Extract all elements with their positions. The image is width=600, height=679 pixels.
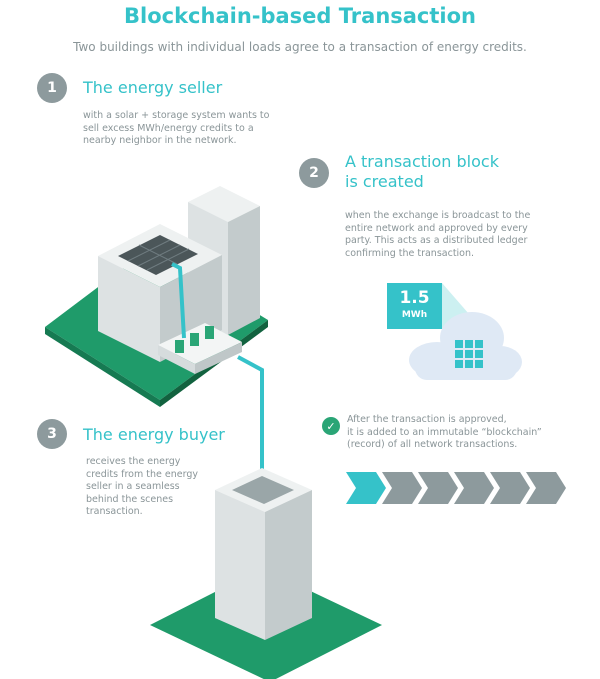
energy-amount: 1.5 bbox=[399, 288, 430, 308]
solar-panels bbox=[118, 235, 198, 275]
chain-block-active bbox=[346, 472, 386, 504]
chain-block bbox=[418, 472, 458, 504]
checkmark-icon: ✓ bbox=[322, 417, 340, 435]
step-3-heading: The energy buyer bbox=[83, 425, 225, 444]
page-title: Blockchain-based Transaction bbox=[124, 4, 476, 28]
approval-text: After the transaction is approved, it is… bbox=[347, 414, 542, 450]
step-1-body: with a solar + storage system wants to s… bbox=[83, 110, 270, 146]
chain-block bbox=[382, 472, 422, 504]
step-3-body: receives the energy credits from the ene… bbox=[86, 456, 198, 517]
step-2-badge: 2 bbox=[299, 158, 329, 188]
energy-amount-tag: 1.5 MWh bbox=[387, 283, 442, 329]
chain-block bbox=[454, 472, 494, 504]
battery-storage bbox=[158, 323, 242, 374]
step-2-heading: A transaction block is created bbox=[345, 152, 499, 191]
energy-flow-line bbox=[171, 262, 186, 339]
chain-block bbox=[526, 472, 566, 504]
page-subtitle: Two buildings with individual loads agre… bbox=[73, 40, 527, 54]
buyer-tower bbox=[215, 468, 312, 640]
step-3-badge: 3 bbox=[37, 419, 67, 449]
blockchain-chain bbox=[346, 472, 566, 504]
energy-flow-line-2 bbox=[237, 355, 264, 475]
step-2-body: when the exchange is broadcast to the en… bbox=[345, 210, 531, 259]
ledger-grid-icon bbox=[455, 340, 483, 368]
step-1-badge: 1 bbox=[37, 73, 67, 103]
energy-unit: MWh bbox=[401, 310, 428, 320]
step-1-heading: The energy seller bbox=[83, 78, 223, 97]
chain-block bbox=[490, 472, 530, 504]
